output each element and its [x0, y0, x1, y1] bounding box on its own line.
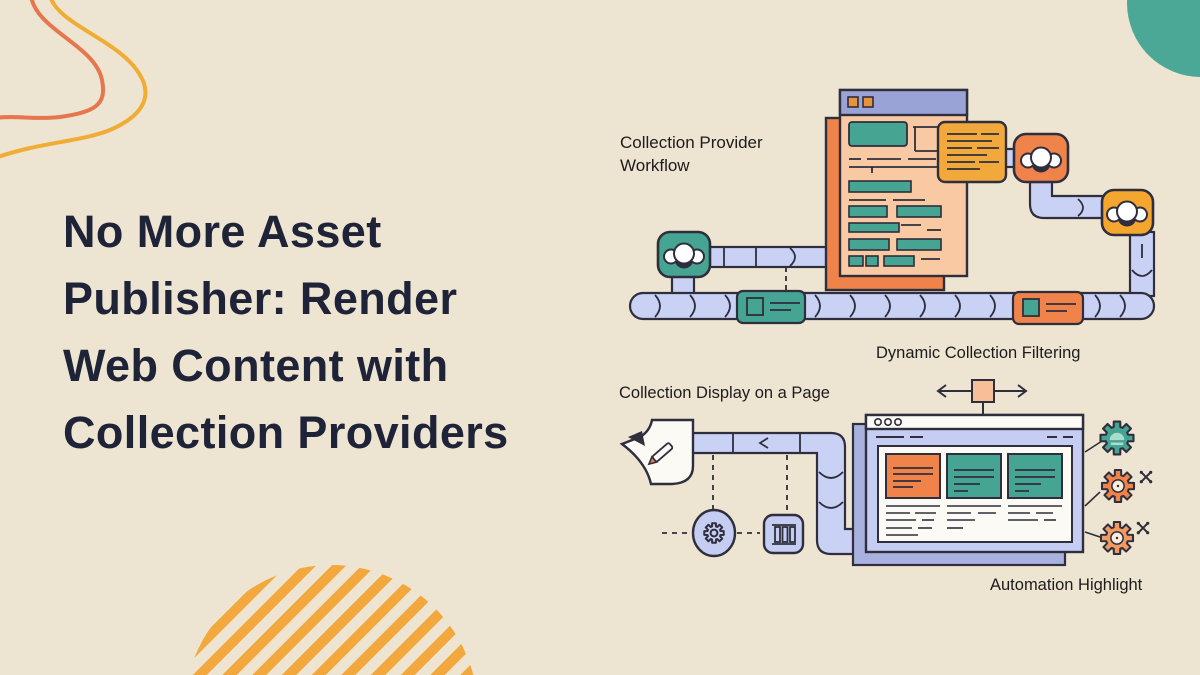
collection-card-teal-1 — [946, 453, 1002, 499]
collection-card-orange — [885, 453, 941, 499]
automation-gears — [1099, 420, 1154, 556]
document-icon — [746, 297, 764, 316]
window-button-icon — [847, 96, 874, 108]
browser-window-bottom — [851, 413, 1085, 567]
provider-node-teal — [656, 230, 712, 279]
gear-icon — [703, 522, 725, 544]
page-title: No More Asset Publisher: Render Web Cont… — [63, 198, 509, 466]
title-bar — [838, 88, 969, 117]
label-workflow-line2: Workflow — [620, 156, 690, 175]
columns-badge — [762, 513, 805, 555]
label-automation-highlight: Automation Highlight — [990, 576, 1143, 594]
filter-slider-icon — [936, 379, 1028, 415]
gear-icon-teal — [1099, 420, 1135, 456]
title-line-3: Web Content with — [63, 340, 449, 391]
gear-connector-lines — [1084, 440, 1103, 538]
provider-node-orange — [1012, 132, 1070, 184]
sparkle-icon — [1135, 520, 1151, 536]
title-line-1: No More Asset — [63, 206, 382, 257]
window-dots-icon — [873, 417, 902, 426]
gear-icon-light-orange — [1099, 520, 1135, 556]
file-card-teal — [735, 289, 807, 325]
title-bar — [864, 413, 1085, 431]
title-line-2: Publisher: Render — [63, 273, 458, 324]
workflow-diagram — [628, 88, 1156, 326]
label-workflow-line1: Collection Provider — [620, 133, 763, 152]
label-collection-display: Collection Display on a Page — [619, 384, 830, 402]
paper-document-icon — [619, 418, 695, 486]
display-diagram — [619, 379, 1154, 567]
label-workflow: Collection Provider Workflow — [620, 131, 763, 177]
gear-icon-orange — [1100, 468, 1136, 504]
collection-card-teal-2 — [1007, 453, 1063, 499]
columns-icon — [772, 524, 796, 545]
title-line-4: Collection Providers — [63, 407, 509, 458]
text-placeholder-rows — [886, 505, 1062, 536]
document-icon — [1022, 298, 1040, 317]
browser-window-top — [824, 88, 969, 292]
pencil-icon — [647, 442, 674, 466]
wavy-lines-decoration — [0, 0, 148, 159]
pipe-segment-marks — [732, 434, 844, 509]
provider-node-yellow — [1100, 188, 1155, 237]
dashed-connectors — [662, 455, 788, 534]
page-content-placeholders — [848, 121, 942, 267]
label-dynamic-filtering: Dynamic Collection Filtering — [876, 344, 1081, 362]
gear-badge — [691, 508, 737, 558]
sticky-note — [936, 120, 1008, 184]
sparkle-icon — [1138, 469, 1154, 485]
file-card-orange — [1011, 290, 1085, 326]
